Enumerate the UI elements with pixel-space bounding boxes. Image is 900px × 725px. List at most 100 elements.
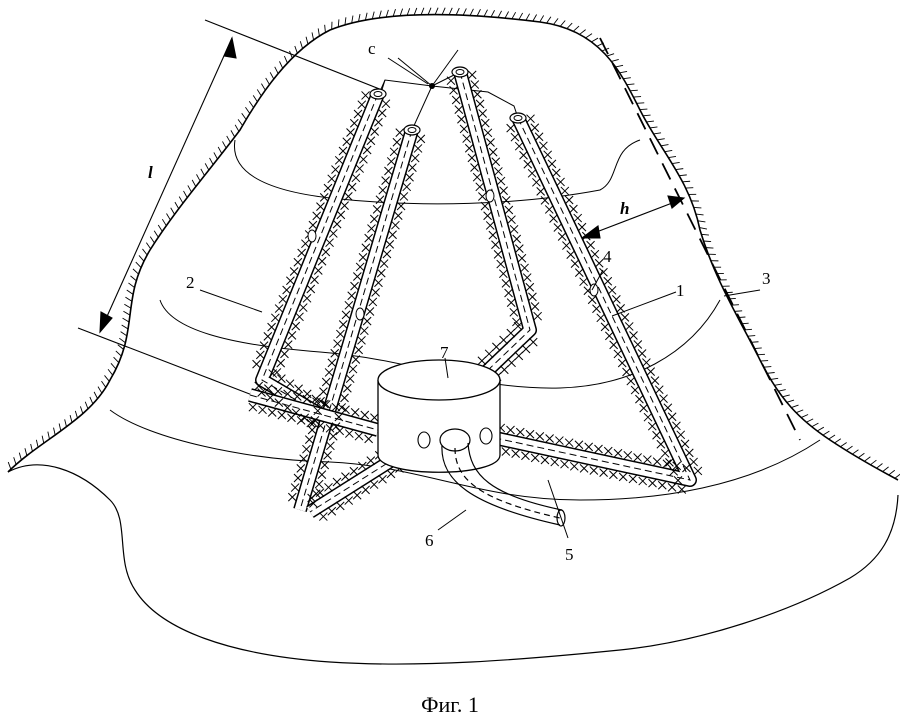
filter-cross: [522, 273, 532, 283]
filter-cross: [346, 127, 356, 137]
filter-cross: [676, 430, 686, 440]
filter-cross: [547, 159, 557, 169]
filter-cross: [373, 278, 383, 288]
filter-cross: [372, 204, 382, 214]
filter-cross: [335, 426, 345, 436]
label-4: 4: [603, 247, 612, 266]
filter-cross: [318, 512, 328, 522]
pipe-end-bore: [455, 69, 465, 75]
hatch-tick: [770, 377, 779, 380]
filter-cross: [553, 222, 563, 232]
filter-cross: [535, 431, 545, 441]
hatch-tick: [178, 196, 184, 204]
hatch-tick: [378, 10, 382, 19]
hatch-tick: [104, 375, 110, 382]
filter-cross: [599, 468, 609, 478]
filter-cross: [480, 201, 490, 211]
filter-cross: [551, 168, 561, 178]
outlet-pipe: [439, 428, 566, 527]
filter-cross: [483, 211, 493, 221]
hatch-tick: [747, 335, 756, 337]
filter-cross: [368, 297, 378, 307]
hatch-tick: [107, 368, 114, 376]
filter-cross: [470, 163, 480, 173]
hatch-tick: [217, 146, 223, 154]
hatch-tick: [166, 213, 171, 221]
filter-cross: [521, 344, 531, 354]
hatch-tick: [222, 141, 227, 149]
filter-cross: [392, 137, 402, 147]
hatch-tick: [525, 13, 531, 21]
filter-cross: [591, 304, 601, 314]
filter-cross: [574, 268, 584, 278]
filter-cross: [493, 249, 503, 259]
filter-cross: [504, 205, 514, 215]
filter-cross: [569, 461, 579, 471]
filter-cross: [352, 490, 362, 500]
filter-cross: [382, 249, 392, 259]
filter-cross: [664, 457, 674, 467]
filter-cross: [604, 331, 614, 341]
filter-cross: [514, 244, 524, 254]
pipe-centerline: [261, 93, 379, 421]
figure-caption: Фиг. 1: [421, 692, 479, 717]
filter-cross: [341, 310, 351, 320]
hatch-tick: [337, 19, 340, 28]
hatch-tick: [763, 366, 772, 368]
hatch-tick: [35, 439, 39, 448]
filter-cross: [332, 477, 342, 487]
hatch-tick: [174, 201, 180, 209]
filter-cross: [624, 321, 634, 331]
hatch-tick: [311, 32, 315, 41]
hatch-tick: [483, 9, 488, 17]
hatch-tick: [469, 8, 474, 16]
filter-cross: [321, 377, 331, 387]
filter-cross: [344, 429, 354, 439]
hatch-tick: [142, 248, 148, 256]
filter-cross: [564, 195, 574, 205]
hatch-tick: [672, 162, 680, 165]
filter-cross: [289, 266, 299, 276]
hatch-tick: [455, 7, 460, 16]
filter-cross: [451, 95, 461, 105]
pipe-centerline: [249, 394, 379, 431]
filter-cross: [287, 492, 297, 502]
filter-cross: [366, 456, 376, 466]
filter-cross: [511, 449, 521, 459]
hatch-tick: [504, 11, 510, 19]
filter-cross: [360, 410, 370, 420]
filter-cross: [276, 374, 286, 384]
filter-cross: [533, 311, 543, 321]
filter-cross: [308, 220, 318, 230]
hatch-tick: [209, 157, 214, 165]
filter-cross: [613, 349, 623, 359]
pipe-inlet-left: [417, 431, 431, 449]
filter-cross: [282, 285, 292, 295]
filter-cross: [351, 173, 361, 183]
filter-cross: [416, 134, 426, 144]
hatch-tick: [606, 53, 615, 57]
hatch-tick: [226, 135, 231, 143]
hatch-tick: [200, 168, 205, 176]
hatch-tick: [420, 7, 425, 15]
filter-cross: [684, 448, 694, 458]
filter-cross: [501, 278, 511, 288]
filter-cross: [376, 268, 386, 278]
hatch-tick: [822, 430, 830, 436]
filter-cross: [594, 258, 604, 268]
filter-cross: [377, 108, 387, 118]
surface-hatching: [7, 7, 900, 479]
filter-cross: [654, 385, 664, 395]
label-5: 5: [565, 545, 574, 564]
filter-cross: [307, 425, 317, 435]
hatch-tick: [778, 389, 786, 392]
filter-cross: [379, 259, 389, 269]
filter-cross: [325, 441, 335, 451]
hatch-tick: [864, 456, 871, 462]
hatch-tick: [399, 8, 404, 16]
filter-cross: [324, 367, 334, 377]
filter-cross: [506, 328, 516, 338]
filter-cross: [361, 485, 371, 495]
filter-cross: [294, 312, 304, 322]
filter-cross: [248, 402, 258, 412]
